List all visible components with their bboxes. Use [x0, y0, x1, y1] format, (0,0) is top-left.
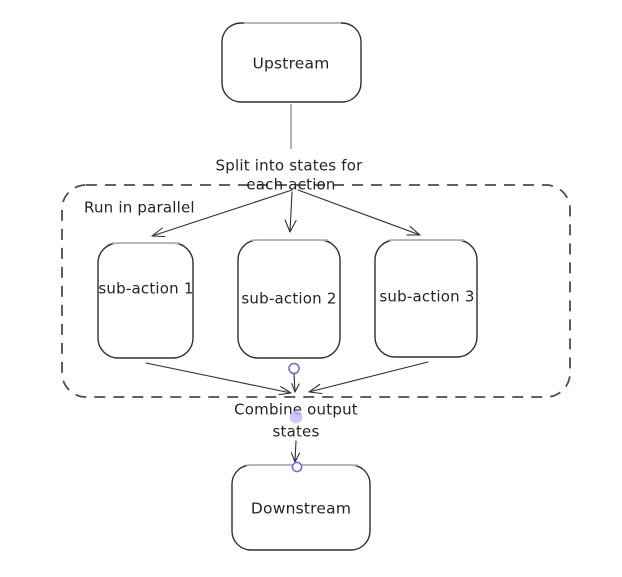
node-sub-action-1: [97, 242, 194, 359]
edge-combine-downstream: [294, 440, 297, 462]
arrowhead: [308, 383, 323, 395]
binding-dot-icon: [289, 410, 303, 424]
upstream-label: Upstream: [252, 54, 329, 72]
split-label-line1: Split into states for: [216, 156, 364, 174]
combine-label-line1: Combine output: [234, 400, 358, 418]
parallel-group-border: [61, 184, 571, 398]
arrowhead: [290, 452, 301, 463]
split-label-line2: each action: [246, 175, 335, 193]
combine-label-line2: states: [272, 422, 319, 440]
sub-action-3-label: sub-action 3: [379, 287, 474, 305]
sub-action-1-label: sub-action 1: [98, 279, 193, 297]
arrowhead: [291, 383, 300, 393]
edge-split-sub1: [151, 189, 293, 237]
edge-split-sub2: [289, 191, 293, 232]
edge-sub3-combine: [308, 361, 429, 393]
arrowhead: [151, 227, 166, 238]
parallel-group-label: Run in parallel: [84, 198, 195, 216]
connection-point-icon: [288, 362, 300, 375]
arrowhead: [406, 226, 421, 236]
edge-sub2-combine: [293, 373, 296, 392]
downstream-label: Downstream: [251, 499, 351, 517]
edge-sub1-combine: [145, 362, 292, 394]
edge-split-sub3: [297, 189, 421, 236]
connection-point-icon: [291, 461, 303, 473]
arrowhead: [278, 386, 292, 396]
sub-action-2-label: sub-action 2: [241, 289, 336, 307]
arrowhead: [284, 219, 297, 233]
